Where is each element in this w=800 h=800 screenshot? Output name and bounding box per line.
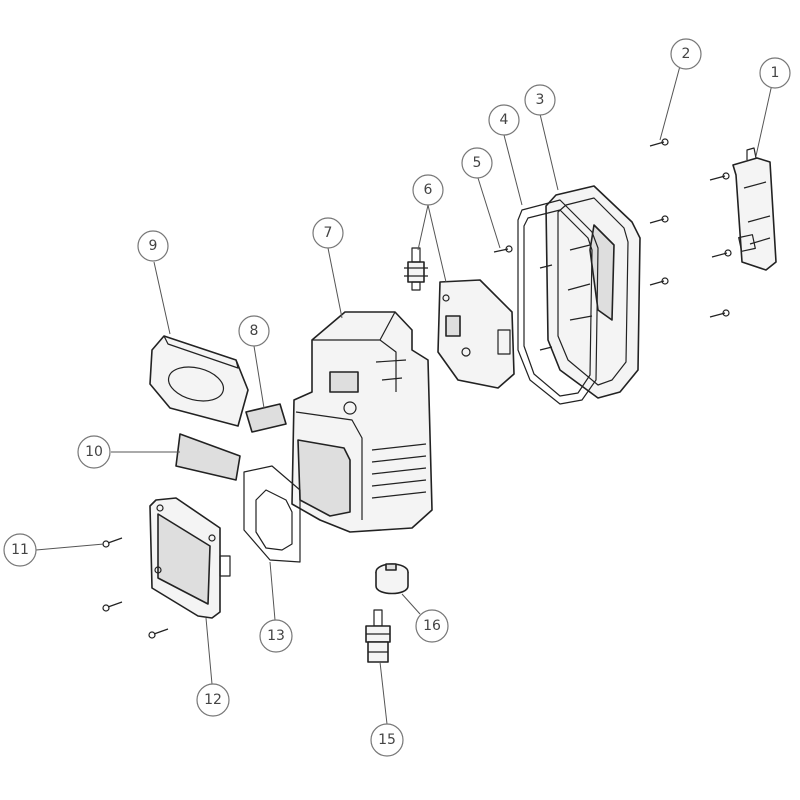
- callout-2: 2: [670, 38, 702, 70]
- callout-8-label: 8: [250, 323, 259, 339]
- callout-10-label: 10: [85, 444, 103, 460]
- callout-10: 10: [77, 435, 111, 469]
- callout-5: 5: [461, 147, 493, 179]
- callout-8: 8: [238, 315, 270, 347]
- part-11-screws: [102, 537, 169, 639]
- part-6-circuit-board: [437, 279, 515, 389]
- part-1-wall-bracket: [732, 147, 777, 271]
- callout-4-label: 4: [500, 112, 509, 128]
- part-4-gasket: [517, 199, 599, 405]
- callout-11-label: 11: [11, 542, 29, 558]
- part-16-cap: [375, 563, 409, 595]
- screws-part-1: [709, 172, 732, 318]
- callout-1: 1: [759, 57, 791, 89]
- callout-12-label: 12: [204, 692, 222, 708]
- part-5-screw: [493, 245, 553, 351]
- callout-15-label: 15: [378, 732, 396, 748]
- callout-6-label: 6: [424, 182, 433, 198]
- callout-3-label: 3: [536, 92, 545, 108]
- part-10-label: [175, 433, 241, 481]
- part-3-rear-housing: [545, 185, 641, 399]
- callout-3: 3: [524, 84, 556, 116]
- part-7-pump-body: [291, 311, 433, 533]
- leader-lines: [35, 65, 773, 725]
- part-8-label: [245, 403, 287, 433]
- callout-9-label: 9: [149, 238, 158, 254]
- callout-11: 11: [3, 533, 37, 567]
- part-2-screws: [649, 138, 669, 286]
- callout-16: 16: [415, 609, 449, 643]
- callout-9: 9: [137, 230, 169, 262]
- callout-13-label: 13: [267, 628, 285, 644]
- callout-15: 15: [370, 723, 404, 757]
- part-15-fitting: [365, 609, 391, 663]
- callout-2-label: 2: [682, 46, 691, 62]
- callout-4: 4: [488, 104, 520, 136]
- callout-6: 6: [412, 174, 444, 206]
- callout-13: 13: [259, 619, 293, 653]
- part-9-cover: [149, 335, 249, 427]
- callout-7-label: 7: [324, 225, 333, 241]
- part-13-gasket-plate: [243, 465, 301, 563]
- part-6-connector: [404, 247, 428, 291]
- callout-1-label: 1: [771, 65, 780, 81]
- callout-5-label: 5: [473, 155, 482, 171]
- part-12-motor: [149, 497, 231, 619]
- callout-16-label: 16: [423, 618, 441, 634]
- callout-7: 7: [312, 217, 344, 249]
- callout-12: 12: [196, 683, 230, 717]
